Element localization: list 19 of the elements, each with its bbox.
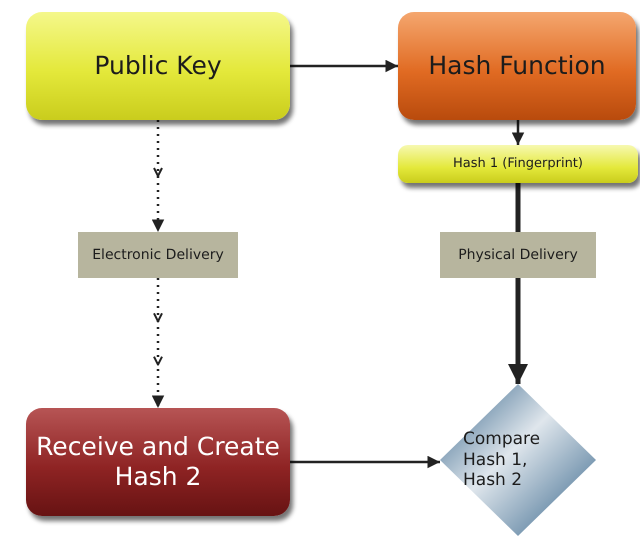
process-box — [398, 12, 636, 120]
arrow — [290, 60, 398, 72]
process-box — [26, 12, 290, 120]
arrow — [512, 120, 524, 145]
label-box — [440, 232, 596, 278]
node-label: Compare Hash 1, Hash 2 — [462, 429, 542, 491]
arrow — [508, 278, 528, 384]
arrow — [290, 456, 440, 468]
node-label: Receive and Create Hash 2 — [35, 432, 281, 492]
process-box — [398, 145, 638, 183]
label-box — [78, 232, 238, 278]
node-label: Physical Delivery — [457, 246, 579, 264]
arrow — [152, 278, 164, 408]
process-box — [26, 408, 290, 516]
node-label: Public Key — [93, 51, 223, 81]
node-label: Hash Function — [427, 51, 607, 81]
arrow — [152, 120, 164, 232]
node-label: Electronic Delivery — [91, 246, 225, 264]
node-label: Hash 1 (Fingerprint) — [452, 156, 584, 172]
